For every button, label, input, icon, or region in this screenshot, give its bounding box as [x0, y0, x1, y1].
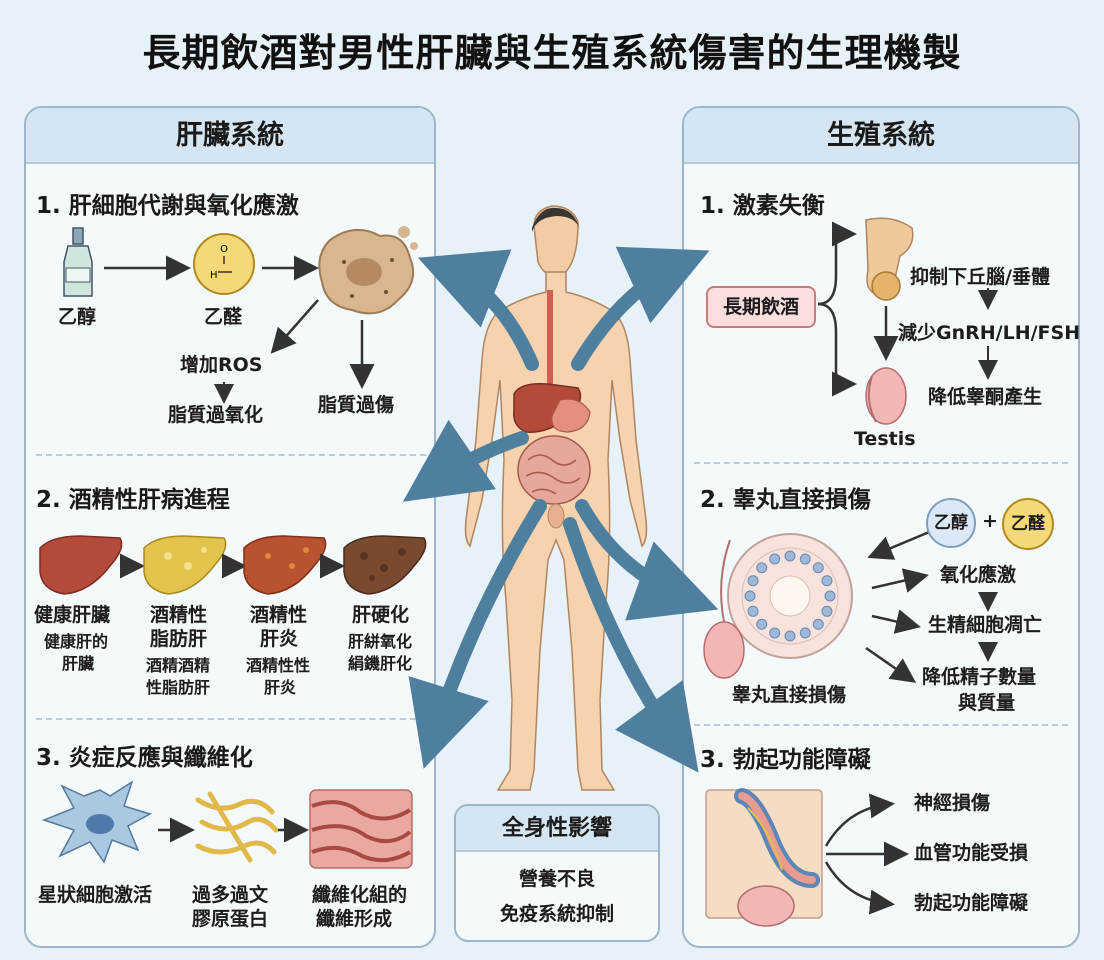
tubule-cell — [824, 590, 836, 602]
page-title: 長期飲酒對男性肝臟與生殖系統傷害的生理機製 — [142, 31, 962, 75]
repro-section-3-title: 3. 勃起功能障礙 — [700, 747, 871, 773]
tubule-cell — [821, 575, 833, 587]
tubule-cell — [769, 553, 781, 565]
acetaldehyde-molecule-icon: O H — [193, 233, 255, 295]
cirrhosis-liver-icon — [343, 535, 427, 595]
collagen-fibers-icon — [195, 791, 279, 863]
stage-fatty-sub-2: 性脂肪肝 — [146, 678, 211, 697]
stage-fatty-name2: 脂肪肝 — [150, 628, 208, 650]
apoptosis-label: 生精細胞凋亡 — [928, 614, 1043, 636]
hepatitis-liver-icon — [243, 535, 327, 595]
stage-hepatitis-sub-2: 肝炎 — [264, 678, 297, 697]
testis-side-icon — [703, 539, 745, 679]
tubule-cell — [769, 627, 781, 639]
sperm-label-2: 與質量 — [958, 692, 1016, 714]
stage-cirrhosis-sub-1: 肝絣氧化 — [348, 632, 413, 651]
nerve-damage-label: 神經損傷 — [914, 792, 991, 814]
systemic-line-2: 免疫系統抑制 — [499, 903, 614, 925]
repro-panel-header: 生殖系統 — [684, 108, 1078, 164]
collagen-label-1: 過多過文 — [192, 884, 269, 906]
tubule-cell — [821, 605, 833, 617]
liver-section-1-title: 1. 肝細胞代謝與氧化應激 — [36, 193, 299, 219]
stage-healthy-sub-2: 肝臟 — [62, 654, 95, 673]
penis-anatomy-icon — [705, 788, 823, 927]
testis-icon — [865, 367, 907, 425]
tubule-cell — [812, 618, 824, 630]
stage-cirrhosis-name: 肝硬化 — [352, 604, 410, 626]
tubule-cell — [747, 605, 759, 617]
testis-label: Testis — [854, 428, 916, 450]
lipid-damage-label: 脂質過傷 — [318, 394, 395, 416]
systemic-line-1: 營養不良 — [518, 868, 595, 890]
tubule-cell — [799, 553, 811, 565]
acetaldehyde-circle: 乙醛 — [1002, 498, 1054, 550]
liver-divider-2 — [36, 718, 426, 720]
tubule-cell — [747, 575, 759, 587]
liver-divider-1 — [36, 454, 426, 456]
liver-section-2-title: 2. 酒精性肝病進程 — [36, 487, 230, 513]
stellate-label: 星狀細胞激活 — [38, 884, 153, 906]
repro-divider-2 — [694, 724, 1068, 726]
collagen-label-2: 膠原蛋白 — [192, 908, 269, 930]
lower-testosterone-label: 降低睾酮產生 — [928, 386, 1043, 408]
fibrosis-label-1: 纖維化組的 — [312, 884, 408, 906]
lipid-peroxidation-label: 脂質過氧化 — [168, 404, 264, 426]
fatty-liver-icon — [143, 535, 227, 595]
tubule-cell — [784, 550, 796, 562]
stage-hepatitis-name: 酒精性 — [250, 604, 308, 626]
tubule-cell — [756, 562, 768, 574]
fibrotic-tissue-icon — [309, 789, 413, 869]
systemic-effects-box: 全身性影響 營養不良 免疫系統抑制 — [454, 804, 660, 942]
liver-section-3-title: 3. 炎症反應與纖維化 — [36, 745, 253, 771]
healthy-liver-icon — [39, 535, 123, 595]
hypothalamus-pituitary-icon — [865, 217, 914, 301]
svg-text:O: O — [220, 244, 228, 255]
repro-section-2-title: 2. 睾丸直接損傷 — [700, 487, 871, 513]
stage-fatty-sub-1: 酒精酒精 — [146, 656, 211, 675]
vascular-damage-label: 血管功能受損 — [914, 842, 1029, 864]
reduce-hormones-label: 減少GnRH/LH/FSH — [898, 322, 1081, 344]
stage-hepatitis-name2: 肝炎 — [260, 628, 299, 650]
tubule-cell — [744, 590, 756, 602]
connector-arrows — [402, 246, 719, 773]
damaged-cell-icon — [318, 226, 418, 315]
acetaldehyde-label: 乙醛 — [204, 306, 243, 328]
ros-label: 增加ROS — [180, 354, 263, 376]
tubule-cell — [784, 630, 796, 642]
tubule-cells — [744, 550, 836, 642]
testis-damage-caption: 睾丸直接損傷 — [732, 684, 847, 706]
stage-hepatitis-sub-1: 酒精性性 — [246, 656, 311, 675]
sperm-label-1: 降低精子數量 — [922, 666, 1037, 688]
plus-sign: + — [982, 510, 998, 532]
liver-panel-header: 肝臟系統 — [26, 108, 434, 164]
stage-healthy-name: 健康肝臟 — [34, 604, 111, 626]
bottle-icon — [63, 227, 93, 297]
stage-fatty-name: 酒精性 — [150, 604, 208, 626]
repro-divider-1 — [694, 462, 1068, 464]
stage-healthy-sub-1: 健康肝的 — [44, 632, 109, 651]
ethanol-label: 乙醇 — [58, 306, 97, 328]
tubule-cell — [756, 618, 768, 630]
oxidative-stress-label: 氧化應激 — [940, 564, 1017, 586]
fibrosis-label-2: 纖維形成 — [316, 908, 393, 930]
tubule-cell — [812, 562, 824, 574]
ethanol-circle: 乙醇 — [926, 498, 976, 548]
stellate-cell-icon — [41, 780, 152, 864]
chronic-alcohol-badge: 長期飲酒 — [706, 286, 816, 328]
systemic-title: 全身性影響 — [456, 806, 658, 852]
tubule-cell — [799, 627, 811, 639]
human-body-figure — [464, 205, 648, 791]
ed-label: 勃起功能障礙 — [914, 892, 1029, 914]
svg-text:H: H — [210, 270, 218, 281]
repro-section-1-title: 1. 激素失衡 — [700, 193, 825, 219]
suppress-label: 抑制下丘腦/垂體 — [910, 266, 1050, 288]
stage-cirrhosis-sub-2: 絹鐖肝化 — [348, 654, 413, 673]
